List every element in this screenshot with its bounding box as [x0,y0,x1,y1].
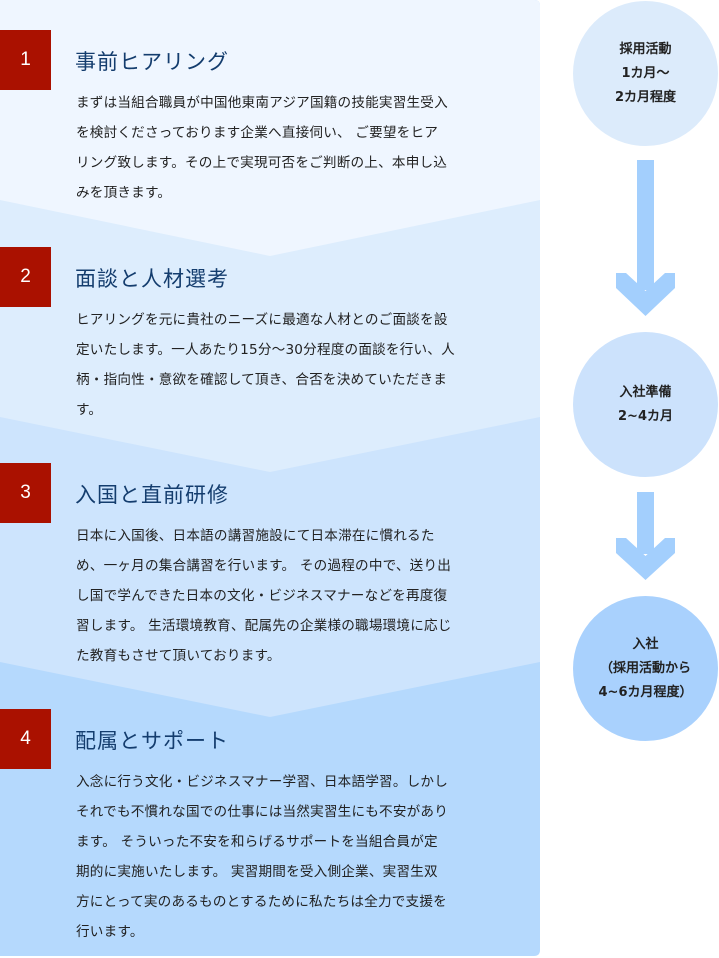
step-number-badge: 2 [0,247,51,307]
timeline-label: 入社準備 [619,384,672,400]
step-description-line: 行います。 [76,924,144,940]
step-description-line: 定いたします。一人あたり15分〜30分程度の面談を行い、人 [76,342,455,358]
step-title: 入国と直前研修 [75,483,229,507]
step-number-badge: 3 [0,463,51,523]
timeline-circle-preparation: 入社準備 2~4カ月 [573,332,718,477]
timeline-label: 採用活動 [619,41,672,57]
timeline-label: 1カ月〜 [621,65,670,81]
arrow-down-icon [616,160,675,316]
step-description-line: 習します。 生活環境教育、配属先の企業様の職場環境に応じ [76,618,452,634]
step-description-line: を検討くださっております企業へ直接伺い、 ご要望をヒア [76,125,439,141]
step-description: まずは当組合職員が中国他東南アジア国籍の技能実習生受入 を検討くださっております… [76,88,516,208]
step-description-line: ヒアリングを元に貴社のニーズに最適な人材とのご面談を設 [76,312,448,328]
step-description-line: リング致します。その上で実現可否をご判断の上、本申し込 [76,155,448,171]
panel-1 [0,0,540,256]
timeline-label: 2カ月程度 [614,89,677,105]
step-description-line: す。 [76,402,103,418]
step-description-line: 期的に実施いたします。 実習期間を受入側企業、実習生双 [76,864,438,880]
step-description-line: し国で学んできた日本の文化・ビジネスマナーなどを再度復 [76,588,448,604]
step-description-line: 柄・指向性・意欲を確認して頂き、合否を決めていただきま [76,372,448,388]
step-description-line: 入念に行う文化・ビジネスマナー学習、日本語学習。しかし [76,774,449,790]
step-description-line: た教育もさせて頂いております。 [76,648,281,664]
steps-background [0,0,540,956]
timeline-label: （採用活動から [599,660,691,676]
arrow-down-icon [616,492,675,580]
step-description: 入念に行う文化・ビジネスマナー学習、日本語学習。しかし それでも不慣れな国での仕… [76,767,516,947]
step-number-badge: 1 [0,30,51,90]
timeline-label: 4~6カ月程度） [598,684,693,700]
timeline-circle-recruitment: 採用活動 1カ月〜 2カ月程度 [573,1,718,146]
step-description-line: め、一ヶ月の集合講習を行います。 その過程の中で、送り出 [76,558,452,574]
process-steps: 1 事前ヒアリング まずは当組合職員が中国他東南アジア国籍の技能実習生受入 を検… [0,0,540,956]
step-number-badge: 4 [0,709,51,769]
step-description-line: 日本に入国後、日本語の講習施設にて日本滞在に慣れるた [76,528,435,544]
step-description: 日本に入国後、日本語の講習施設にて日本滞在に慣れるた め、一ヶ月の集合講習を行い… [76,521,516,671]
step-description-line: みを頂きます。 [76,185,172,201]
timeline: 採用活動 1カ月〜 2カ月程度 入社準備 2~4カ月 入社 （採用活動から 4~… [573,0,719,958]
timeline-label: 入社 [632,636,659,652]
step-description-line: まずは当組合職員が中国他東南アジア国籍の技能実習生受入 [76,95,448,111]
step-description-line: ます。 そういった不安を和らげるサポートを当組合員が定 [76,834,438,850]
step-title: 面談と人材選考 [75,267,229,291]
timeline-label: 2~4カ月 [618,408,673,424]
step-title: 事前ヒアリング [75,50,229,74]
step-description: ヒアリングを元に貴社のニーズに最適な人材とのご面談を設 定いたします。一人あたり… [76,305,516,425]
step-description-line: 方にとって実のあるものとするために私たちは全力で支援を [76,894,447,910]
step-description-line: それでも不慣れな国での仕事には当然実習生にも不安があり [76,804,449,820]
timeline-circle-joining: 入社 （採用活動から 4~6カ月程度） [573,596,718,741]
step-title: 配属とサポート [75,729,229,753]
